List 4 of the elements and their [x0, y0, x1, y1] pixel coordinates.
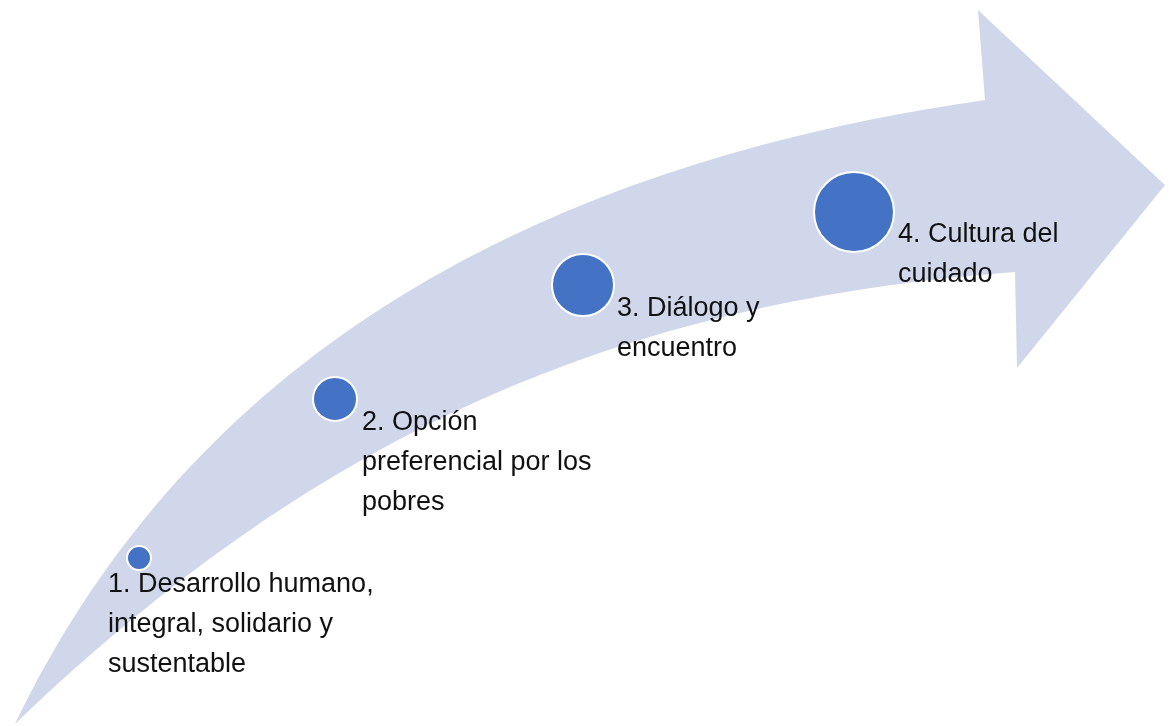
step-label: 1. Desarrollo humano, integral, solidario y sustentable: [108, 567, 375, 680]
step-label: 4. Cultura del cuidado: [898, 217, 1060, 290]
step-label: 3. Diálogo y encuentro: [617, 291, 761, 364]
step-label: 2. Opción preferencial por los pobres: [362, 405, 592, 518]
